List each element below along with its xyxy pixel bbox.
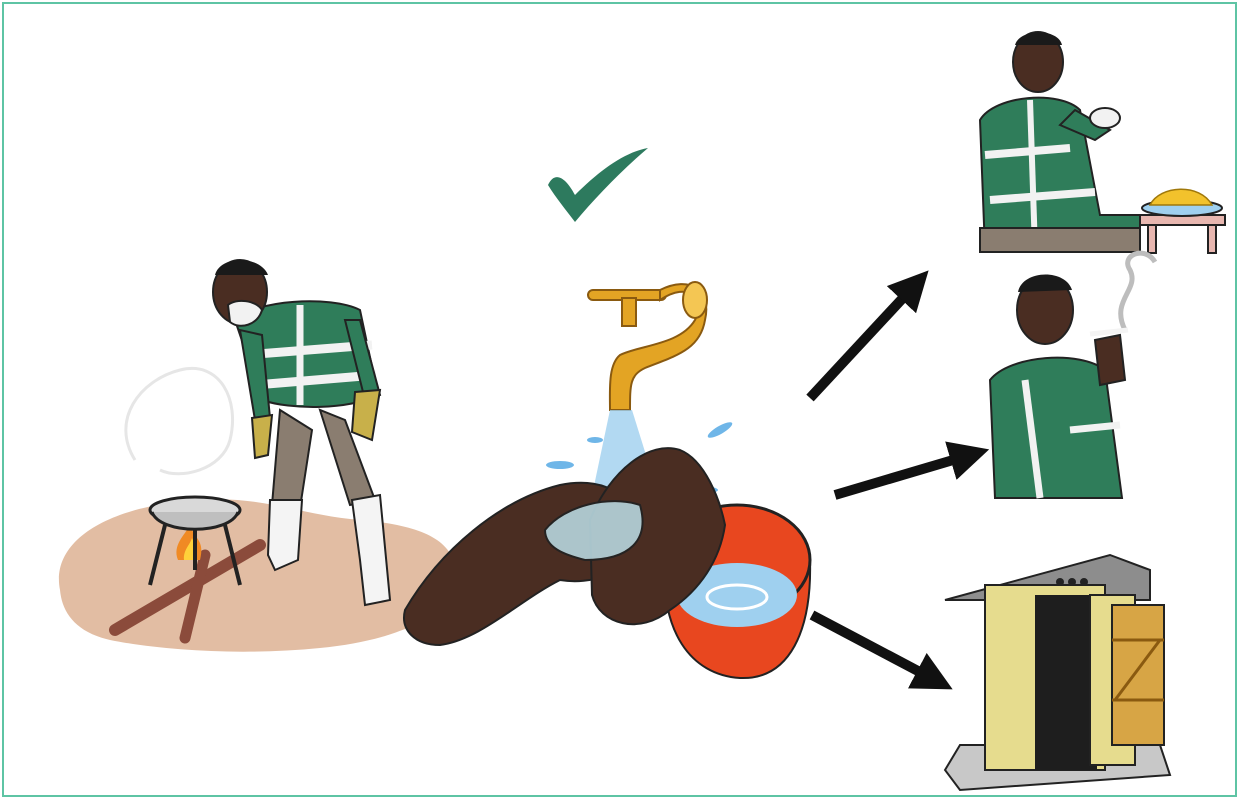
- arrow-to-smoking: [835, 455, 970, 495]
- steam: [126, 368, 233, 473]
- arrow-to-eating: [810, 285, 915, 398]
- worker-cooking-scene: [59, 260, 456, 652]
- glove: [352, 390, 380, 440]
- eating-scene: [980, 32, 1225, 253]
- handwashing-scene: [404, 282, 810, 678]
- smoking-scene: [990, 253, 1155, 498]
- latrine-door: [1112, 605, 1164, 745]
- rubber-boot: [268, 500, 302, 570]
- cigarette: [1090, 330, 1128, 334]
- outcome-arrows: [810, 285, 970, 680]
- glove: [252, 415, 272, 458]
- checkmark-icon: [548, 148, 648, 222]
- smoke: [1121, 253, 1155, 330]
- water-tap-icon: [588, 282, 707, 410]
- arrow-to-latrine: [812, 615, 935, 680]
- latrine-scene: [945, 555, 1170, 790]
